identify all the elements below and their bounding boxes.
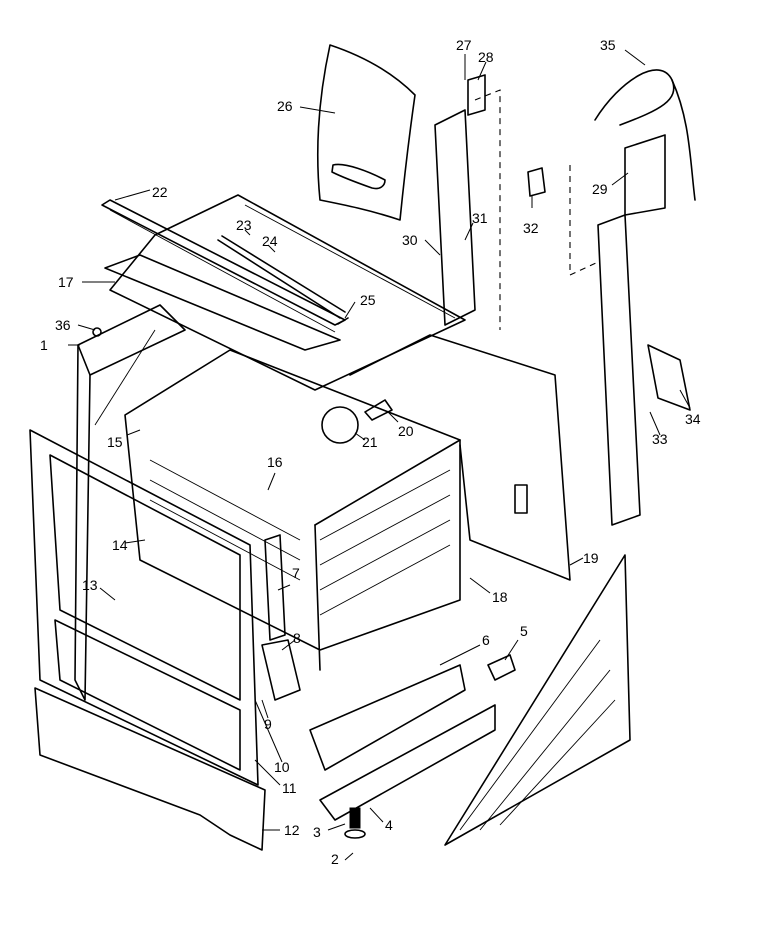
part-19-back-panel [349, 334, 571, 581]
callout-36: 36 [55, 317, 71, 333]
part-36-screw [92, 327, 102, 337]
callout-5: 5 [520, 623, 528, 639]
part-34-bracket [647, 344, 691, 411]
callout-27: 27 [456, 37, 472, 53]
part-12-kickplate [34, 687, 266, 851]
callout-24: 24 [262, 233, 278, 249]
callout-13: 13 [82, 577, 98, 593]
part-29-box [624, 134, 666, 216]
callout-6: 6 [482, 632, 490, 648]
callout-21: 21 [362, 434, 378, 450]
callout-2: 2 [331, 851, 339, 867]
callout-28: 28 [478, 49, 494, 65]
part-5-bracket [487, 654, 516, 681]
callout-32: 32 [523, 220, 539, 236]
callout-10: 10 [274, 759, 290, 775]
part-17-top-panel [104, 254, 341, 351]
callout-17: 17 [58, 274, 74, 290]
part-21-lamp-bulb [321, 406, 359, 444]
callout-11: 11 [282, 780, 297, 796]
callout-12: 12 [284, 822, 300, 838]
callout-34: 34 [685, 411, 701, 427]
callout-18: 18 [492, 589, 508, 605]
callout-22: 22 [152, 184, 168, 200]
part-32-clip [527, 167, 546, 197]
part-6-bottom-panel [309, 664, 466, 771]
callout-labels: 1 2 3 4 5 6 7 8 9 10 11 12 13 14 15 16 1… [40, 37, 701, 867]
oven-liner-cavity [124, 349, 461, 671]
callout-26: 26 [277, 98, 293, 114]
part-27-28-bracket [467, 74, 486, 116]
callout-7: 7 [292, 565, 300, 581]
part-4-base-rail [319, 704, 496, 821]
callout-15: 15 [107, 434, 123, 450]
part-25-screw [337, 317, 349, 325]
callout-31: 31 [472, 210, 488, 226]
callout-4: 4 [385, 817, 393, 833]
callout-9: 9 [264, 716, 272, 732]
part-8-bracket [261, 639, 301, 701]
callout-1: 1 [40, 337, 48, 353]
callout-leaders [68, 49, 691, 861]
callout-8: 8 [293, 630, 301, 646]
part-7-hinge-bracket [264, 534, 286, 641]
callout-23: 23 [236, 217, 252, 233]
callout-25: 25 [360, 292, 376, 308]
part-35-wire-harness [594, 69, 696, 201]
callout-30: 30 [402, 232, 418, 248]
part-23-24-rod [217, 235, 346, 319]
callout-35: 35 [600, 37, 616, 53]
callout-19: 19 [583, 550, 599, 566]
part-26-insulation [316, 44, 416, 221]
callout-16: 16 [267, 454, 283, 470]
part-30-31-vent-duct [434, 89, 501, 330]
callout-29: 29 [592, 181, 608, 197]
part-33-rear-channel [569, 165, 641, 526]
callout-20: 20 [398, 423, 414, 439]
callout-14: 14 [112, 537, 128, 553]
front-frame [29, 429, 259, 786]
callout-33: 33 [652, 431, 668, 447]
part-2-leveling-foot [344, 807, 366, 839]
part-18-right-side-panel [444, 554, 631, 846]
callout-3: 3 [313, 824, 321, 840]
part-22-top-trim [101, 199, 346, 333]
part-20-lamp-socket [364, 399, 393, 421]
